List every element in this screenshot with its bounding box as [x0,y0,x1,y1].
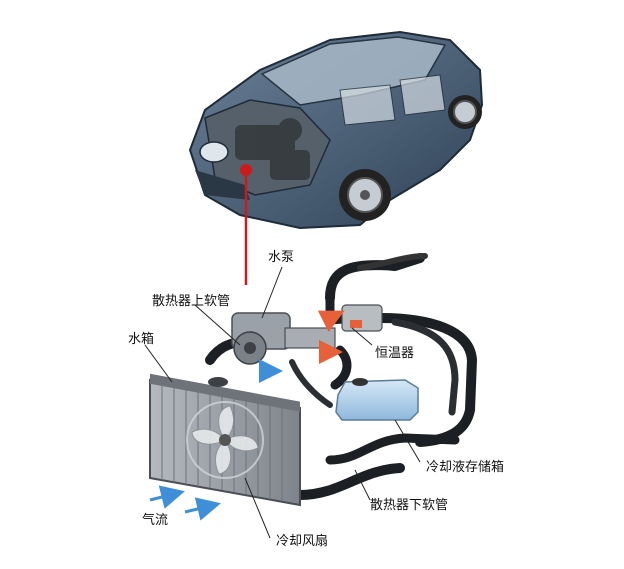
label-thermostat: 恒温器 [375,346,415,361]
bypass-hose-top [325,253,425,303]
cooling-fan [186,401,264,479]
airflow-arrows [149,485,221,521]
label-coolant-reservoir: 冷却液存储箱 [426,460,505,475]
label-cooling-fan: 冷却风扇 [276,534,329,549]
thermostat-housing [341,304,383,332]
location-pointer [240,164,252,285]
label-upper-hose: 散热器上软管 [152,294,231,309]
label-radiator-tank: 水箱 [128,332,155,347]
reservoir-hose [325,433,460,465]
car-illustration [188,30,484,230]
leader-lines [144,266,421,539]
coolant-reservoir [335,378,419,421]
lower-radiator-hose [295,463,405,500]
water-pump [231,312,336,365]
headlight-left [199,141,229,163]
label-lower-hose: 散热器下软管 [370,498,449,513]
label-water-pump: 水泵 [268,250,295,265]
front-wheel [339,169,391,221]
rear-wheel [448,95,482,129]
flow-arrows [259,310,345,383]
label-airflow: 气流 [142,513,169,528]
